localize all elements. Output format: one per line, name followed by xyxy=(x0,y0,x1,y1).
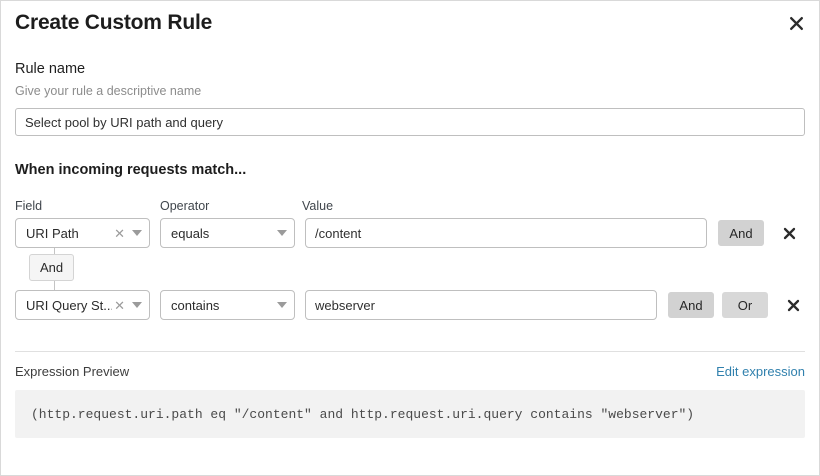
condition-column-headers: Field Operator Value xyxy=(15,199,805,213)
condition-connector: And xyxy=(15,248,805,290)
rule-name-section: Rule name Give your rule a descriptive n… xyxy=(15,60,805,136)
match-section-heading: When incoming requests match... xyxy=(15,162,247,178)
chevron-down-icon xyxy=(132,302,142,308)
modal-header: Create Custom Rule xyxy=(15,1,805,36)
close-icon[interactable] xyxy=(785,12,807,34)
column-header-operator: Operator xyxy=(160,199,210,213)
column-header-value: Value xyxy=(302,199,334,213)
expression-preview-code: (http.request.uri.path eq "/content" and… xyxy=(15,390,805,438)
condition-row: URI Path ✕ equals And xyxy=(15,218,805,248)
expression-preview-header: Expression Preview Edit expression xyxy=(15,364,805,379)
edit-expression-link[interactable]: Edit expression xyxy=(716,364,805,379)
operator-select-2-value: contains xyxy=(171,297,220,313)
delete-condition-1-icon[interactable] xyxy=(781,227,797,240)
operator-select-1-value: equals xyxy=(171,225,210,241)
clear-icon[interactable]: ✕ xyxy=(114,297,125,313)
condition-rows: URI Path ✕ equals And xyxy=(15,218,805,320)
field-select-1[interactable]: URI Path ✕ xyxy=(15,218,150,248)
delete-condition-2-icon[interactable] xyxy=(785,299,801,312)
expression-preview-title: Expression Preview xyxy=(15,364,130,379)
rule-name-input[interactable] xyxy=(15,108,805,136)
field-select-1-value: URI Path xyxy=(26,225,79,241)
column-header-field: Field xyxy=(15,199,43,213)
operator-select-2[interactable]: contains xyxy=(160,290,295,320)
connector-line-bottom xyxy=(54,281,55,290)
and-button-2[interactable]: And xyxy=(668,292,714,318)
operator-select-1[interactable]: equals xyxy=(160,218,295,248)
and-button-1[interactable]: And xyxy=(718,220,764,246)
value-input-1[interactable] xyxy=(305,218,707,248)
field-select-2[interactable]: URI Query St... ✕ xyxy=(15,290,150,320)
rule-name-help: Give your rule a descriptive name xyxy=(15,84,202,98)
divider xyxy=(15,351,805,352)
match-conditions-section: When incoming requests match... Field Op… xyxy=(15,162,805,320)
or-button-2[interactable]: Or xyxy=(722,292,768,318)
rule-name-label: Rule name xyxy=(15,61,86,77)
chevron-down-icon xyxy=(277,230,287,236)
connector-line-top xyxy=(54,248,55,255)
chevron-down-icon xyxy=(132,230,142,236)
condition-row: URI Query St... ✕ contains And Or xyxy=(15,290,805,320)
chevron-down-icon xyxy=(277,302,287,308)
page-title: Create Custom Rule xyxy=(15,11,213,34)
clear-icon[interactable]: ✕ xyxy=(114,225,125,241)
connector-and-chip[interactable]: And xyxy=(29,254,75,281)
field-select-2-value: URI Query St... xyxy=(26,297,113,313)
value-input-2[interactable] xyxy=(305,290,657,320)
